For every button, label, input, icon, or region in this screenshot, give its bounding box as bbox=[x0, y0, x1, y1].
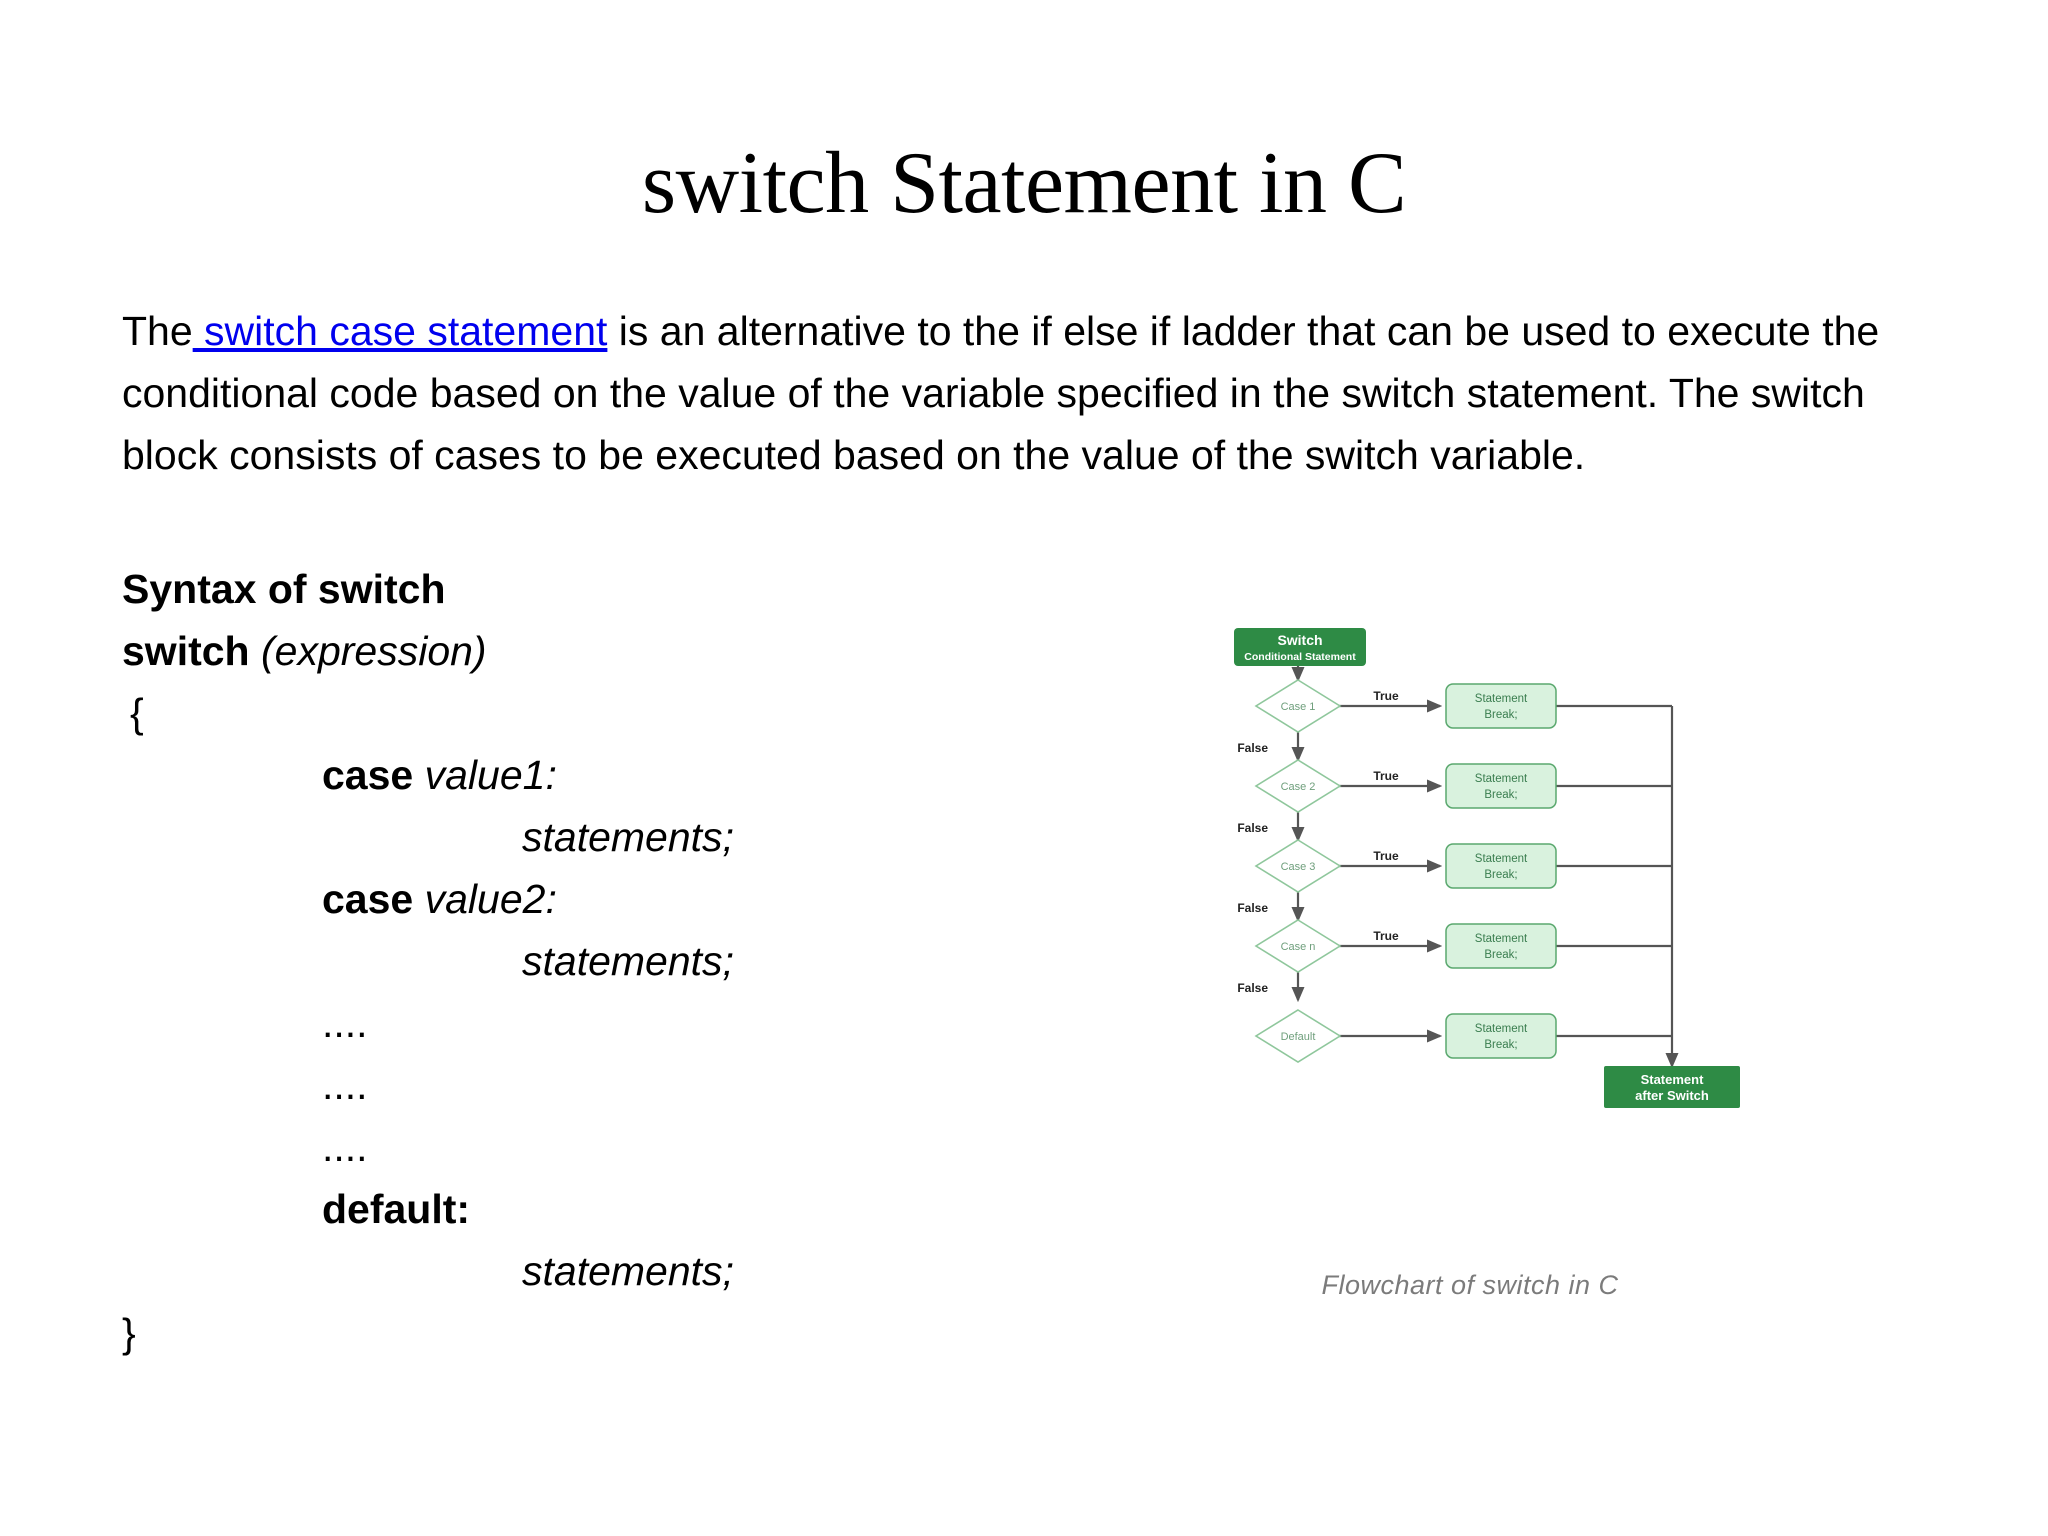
decision-case-2: Case 2 bbox=[1254, 759, 1342, 813]
start-node-line2: Conditional Statement bbox=[1244, 651, 1356, 663]
case1-statements-line: statements; bbox=[122, 806, 1022, 868]
switch-flowchart: Switch Conditional Statement Case 1 Case… bbox=[1190, 600, 1750, 1160]
intro-text-before-link: The bbox=[122, 308, 193, 354]
decision-case-n: Case n bbox=[1254, 919, 1342, 973]
action-box-case-3: Statement Break; bbox=[1445, 843, 1557, 889]
intro-paragraph: The switch case statement is an alternat… bbox=[122, 300, 1932, 486]
case1-line: case value1: bbox=[122, 744, 1022, 806]
space-2 bbox=[413, 752, 424, 798]
true-label-case-3: True bbox=[1373, 849, 1399, 863]
action-line1-case-n: Statement bbox=[1475, 933, 1528, 945]
default-keyword: default: bbox=[322, 1186, 471, 1232]
flowchart-end-node: Statement after Switch bbox=[1604, 1066, 1740, 1108]
intro-text-after-link: is an alternative to the if else if ladd… bbox=[122, 308, 1880, 478]
action-box-case-n: Statement Break; bbox=[1445, 923, 1557, 969]
case-keyword-1: case bbox=[322, 752, 414, 798]
case1-statements: statements; bbox=[522, 814, 734, 860]
decision-label-case-2: Case 2 bbox=[1281, 781, 1316, 793]
true-label-case-1: True bbox=[1373, 689, 1399, 703]
ellipsis-2: .... bbox=[322, 1062, 368, 1108]
end-node-line1: Statement bbox=[1641, 1072, 1705, 1087]
flowchart-caption: Flowchart of switch in C bbox=[1321, 1270, 1619, 1300]
ellipsis-3: .... bbox=[322, 1124, 368, 1170]
ellipsis-line-2: .... bbox=[122, 1054, 1022, 1116]
close-brace-line: } bbox=[122, 1302, 1022, 1364]
switch-keyword: switch bbox=[122, 628, 250, 674]
decision-label-case-3: Case 3 bbox=[1281, 861, 1316, 873]
page-title: switch Statement in C bbox=[641, 135, 1407, 232]
action-line2-default: Break; bbox=[1484, 1039, 1517, 1051]
false-label-case-1: False bbox=[1237, 741, 1268, 755]
space-1 bbox=[250, 628, 261, 674]
switch-signature-line: switch (expression) bbox=[122, 620, 1022, 682]
action-box-default: Statement Break; bbox=[1445, 1013, 1557, 1059]
case2-line: case value2: bbox=[122, 868, 1022, 930]
flowchart-start-node: Switch Conditional Statement bbox=[1234, 628, 1366, 666]
action-line2-case-n: Break; bbox=[1484, 949, 1517, 961]
true-label-case-n: True bbox=[1373, 929, 1399, 943]
ellipsis-line-1: .... bbox=[122, 992, 1022, 1054]
syntax-heading: Syntax of switch bbox=[122, 558, 1022, 620]
start-node-line1: Switch bbox=[1277, 632, 1322, 648]
decision-label-default: Default bbox=[1281, 1031, 1316, 1043]
default-statements: statements; bbox=[522, 1248, 734, 1294]
action-line1-case-1: Statement bbox=[1475, 693, 1528, 705]
switch-expression: (expression) bbox=[261, 628, 487, 674]
decision-default: Default bbox=[1254, 1009, 1342, 1063]
default-line: default: bbox=[122, 1178, 1022, 1240]
end-node-line2: after Switch bbox=[1635, 1088, 1709, 1103]
action-line2-case-3: Break; bbox=[1484, 869, 1517, 881]
decision-case-3: Case 3 bbox=[1254, 839, 1342, 893]
default-statements-line: statements; bbox=[122, 1240, 1022, 1302]
decision-label-case-n: Case n bbox=[1281, 941, 1316, 953]
close-brace: } bbox=[122, 1310, 136, 1356]
action-line1-case-3: Statement bbox=[1475, 853, 1528, 865]
open-brace: { bbox=[130, 690, 144, 736]
case1-value: value1: bbox=[424, 752, 557, 798]
action-line2-case-1: Break; bbox=[1484, 709, 1517, 721]
open-brace-line: { bbox=[122, 682, 1022, 744]
false-label-case-2: False bbox=[1237, 821, 1268, 835]
syntax-code-block: Syntax of switch switch (expression) { c… bbox=[122, 558, 1022, 1364]
action-line1-default: Statement bbox=[1475, 1023, 1528, 1035]
action-box-case-2: Statement Break; bbox=[1445, 763, 1557, 809]
case-keyword-2: case bbox=[322, 876, 414, 922]
case2-statements-line: statements; bbox=[122, 930, 1022, 992]
action-line2-case-2: Break; bbox=[1484, 789, 1517, 801]
ellipsis-line-3: .... bbox=[122, 1116, 1022, 1178]
syntax-heading-text: Syntax of switch bbox=[122, 566, 446, 612]
ellipsis-1: .... bbox=[322, 1000, 368, 1046]
case2-value: value2: bbox=[424, 876, 557, 922]
false-label-case-n: False bbox=[1237, 981, 1268, 995]
decision-label-case-1: Case 1 bbox=[1281, 701, 1316, 713]
case2-statements: statements; bbox=[522, 938, 734, 984]
action-box-case-1: Statement Break; bbox=[1445, 683, 1557, 729]
space-3 bbox=[413, 876, 424, 922]
true-label-case-2: True bbox=[1373, 769, 1399, 783]
false-label-case-3: False bbox=[1237, 901, 1268, 915]
switch-case-statement-link[interactable]: switch case statement bbox=[192, 308, 608, 354]
action-line1-case-2: Statement bbox=[1475, 773, 1528, 785]
decision-case-1: Case 1 bbox=[1254, 679, 1342, 733]
